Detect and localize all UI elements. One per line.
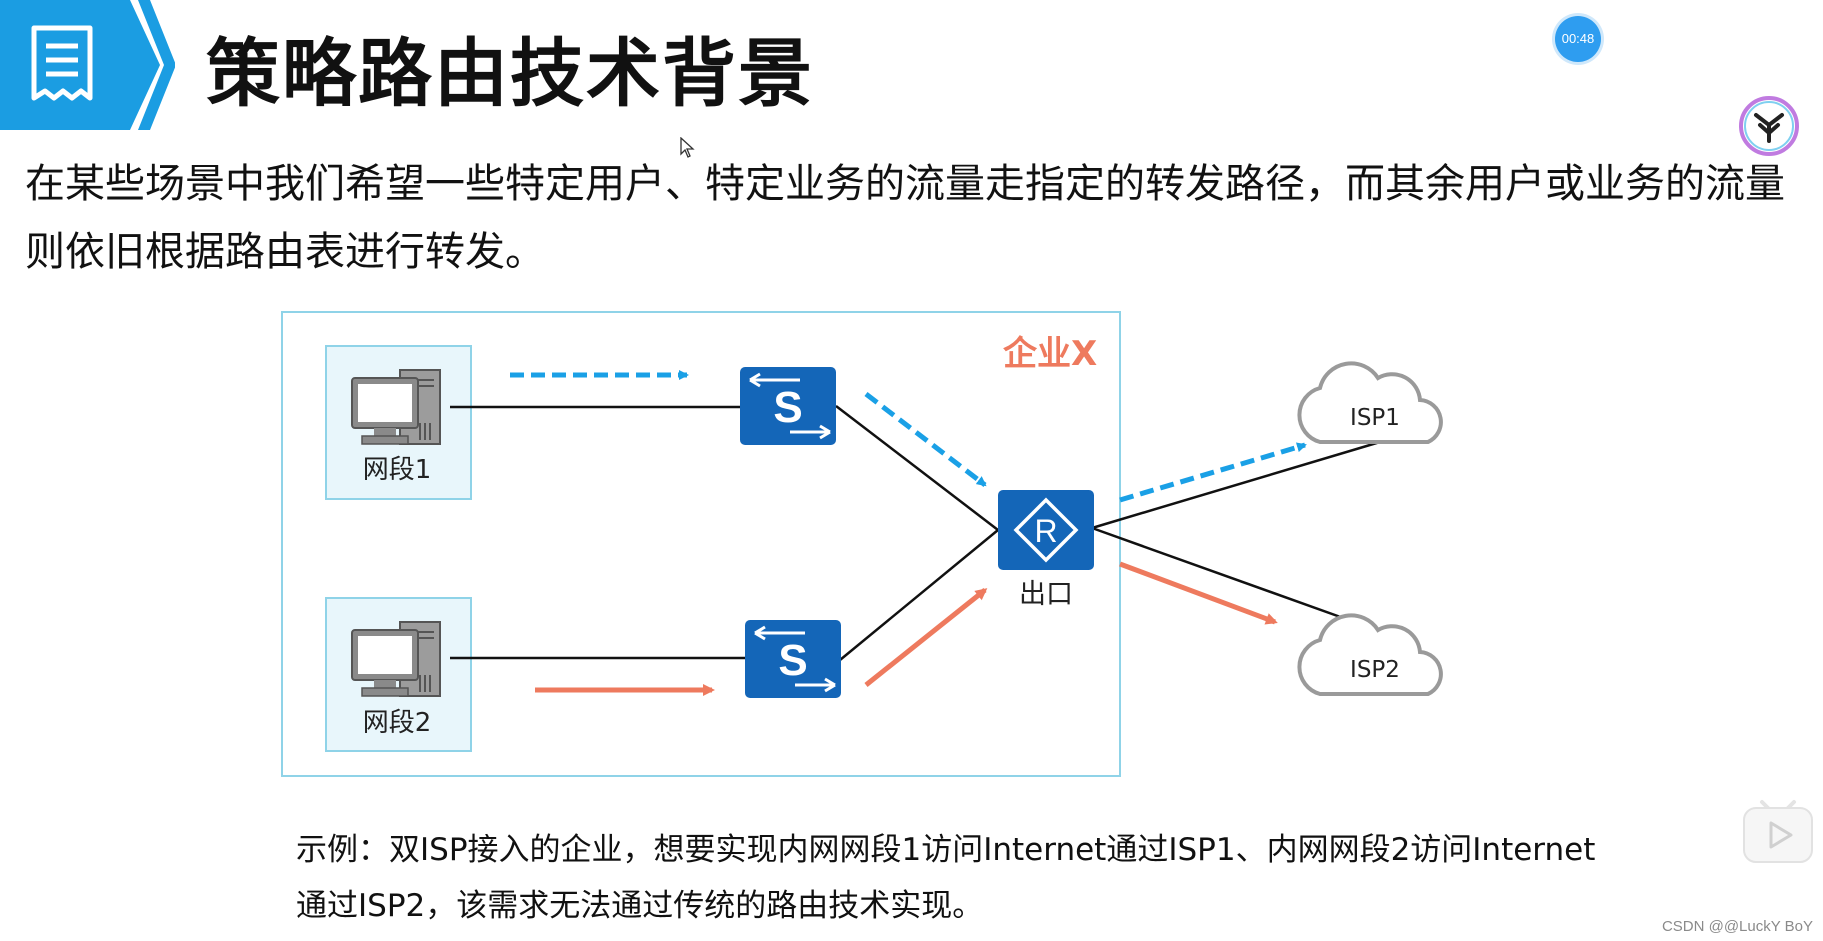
header-band: [0, 0, 175, 130]
link-switch2-router: [839, 529, 999, 661]
timer-badge[interactable]: 00:48: [1555, 16, 1601, 62]
logo-icon[interactable]: [1738, 95, 1800, 157]
blue-path-arrow: [864, 392, 987, 487]
red-path-arrow: [1119, 561, 1278, 625]
switch-icon: [745, 620, 841, 698]
enterprise-label: 企业X: [1003, 334, 1097, 374]
segment1-label: 网段1: [363, 455, 432, 485]
document-icon: [31, 25, 93, 101]
cloud-icon: [1297, 613, 1443, 696]
red-path-arrow: [864, 588, 988, 687]
router-glyph: R: [1034, 513, 1057, 549]
isp1-label: ISP1: [1350, 405, 1400, 431]
link-router-isp1: [1091, 440, 1381, 530]
cursor-icon: [680, 137, 695, 158]
play-icon[interactable]: [1740, 790, 1816, 866]
intro-paragraph: 在某些场景中我们希望一些特定用户、特定业务的流量走指定的转发路径，而其余用户或业…: [25, 161, 1785, 275]
switch-icon: [740, 367, 836, 445]
example-caption: 示例：双ISP接入的企业，想要实现内网网段1访问Internet通过ISP1、内…: [296, 832, 1596, 924]
blue-path-arrow: [1119, 442, 1307, 503]
link-switch1-router: [835, 405, 999, 531]
link-router-isp2: [1091, 526, 1361, 626]
cloud-icon: [1297, 361, 1443, 444]
enterprise-frame: [281, 311, 1121, 777]
switch2-glyph: S: [778, 636, 807, 685]
segment2-label: 网段2: [363, 708, 432, 738]
isp2-label: ISP2: [1350, 657, 1400, 683]
watermark: CSDN @@LuckY BoY: [1661, 918, 1813, 935]
router-label: 出口: [1019, 579, 1073, 610]
router-icon: [998, 490, 1094, 570]
switch1-glyph: S: [773, 383, 802, 432]
page-title: 策略路由技术背景: [206, 31, 814, 117]
